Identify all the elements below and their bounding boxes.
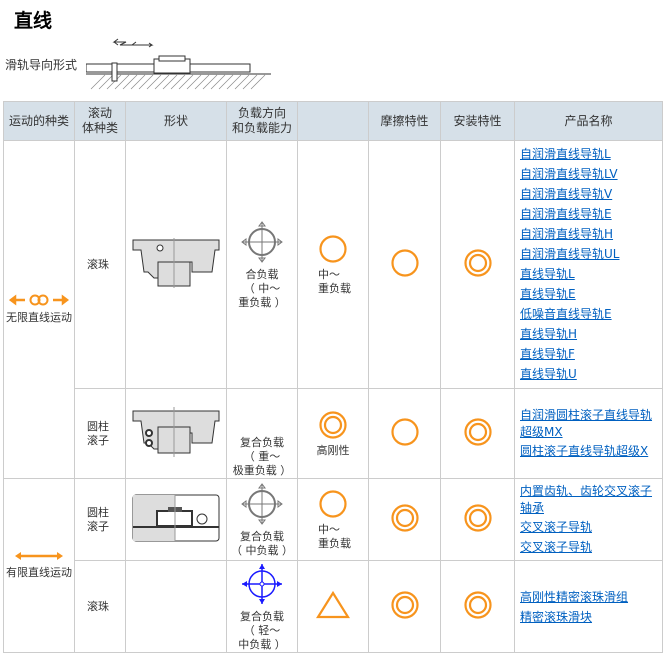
friction-cell bbox=[368, 388, 441, 479]
linear-guide-table: 运动的种类 滚动 体种类 形状 负载方向 和负载能力 摩擦特性 安装特性 产品名… bbox=[3, 101, 663, 653]
page-title: 直线 bbox=[14, 10, 53, 32]
product-link[interactable]: 交叉滚子导轨 bbox=[520, 519, 593, 534]
rolling-type: 滚珠 bbox=[74, 140, 126, 389]
product-link[interactable]: 自润滑直线导轨L bbox=[520, 147, 611, 161]
infinite-motion-icon bbox=[8, 294, 70, 306]
rating-cell: 中～ 重负载 bbox=[297, 478, 369, 561]
rail-guide-diagram: /*hatch*/ bbox=[86, 38, 271, 90]
circle-icon bbox=[319, 489, 347, 518]
double-circle-icon bbox=[463, 504, 492, 532]
product-link[interactable]: 自润滑直线导轨V bbox=[520, 187, 613, 201]
table-row: 滚珠 复合负载 （ 轻～ 中负载 ） 高刚性精密滚珠滑组精密滚珠滑块 bbox=[4, 560, 663, 653]
friction-cell bbox=[368, 478, 441, 561]
shape-cell bbox=[125, 478, 227, 561]
guide-type-label: 滑轨导向形式 bbox=[5, 58, 78, 72]
circle-icon bbox=[390, 418, 419, 446]
load-capacity-text: 复合负载 （ 重～ 极重负载 ） bbox=[226, 388, 298, 479]
motion-cell-infinite: 无限直线运动 bbox=[3, 140, 75, 479]
rating-cell: 中～ 重负载 bbox=[297, 140, 369, 389]
rolling-type: 圆柱 滚子 bbox=[74, 388, 126, 479]
table-row: 圆柱 滚子 复合负载 （ 重～ 极重负载 ） 高刚性 自润滑圆柱滚子直线导轨超级… bbox=[4, 388, 663, 479]
double-circle-icon bbox=[463, 249, 492, 277]
mounting-cell bbox=[440, 388, 515, 479]
double-circle-icon bbox=[390, 591, 419, 619]
product-link[interactable]: 自润滑直线导轨H bbox=[520, 227, 614, 241]
header-motion-type: 运动的种类 bbox=[3, 101, 75, 141]
roller-guide-shape-icon bbox=[132, 407, 220, 457]
header-shape: 形状 bbox=[125, 101, 227, 141]
load-capacity-text: 合负载 （ 中～ 重负载 ） bbox=[238, 267, 286, 309]
double-circle-icon bbox=[319, 410, 347, 439]
table-row: 无限直线运动 滚珠 合负载 （ 中～ 重负载 ） 中～ 重负载 自润滑直线导轨L… bbox=[3, 140, 663, 479]
product-link[interactable]: 直线导轨H bbox=[520, 327, 578, 341]
header-load: 负载方向 和负载能力 bbox=[226, 101, 298, 141]
product-link[interactable]: 低噪音直线导轨E bbox=[520, 307, 612, 321]
header-rolling-type: 滚动 体种类 bbox=[74, 101, 126, 141]
double-circle-icon bbox=[463, 591, 492, 619]
triangle-icon bbox=[316, 590, 350, 619]
load-direction-icon bbox=[241, 220, 283, 263]
rolling-type: 滚珠 bbox=[74, 560, 126, 653]
product-link[interactable]: 直线导轨L bbox=[520, 267, 575, 281]
load-direction-icon bbox=[241, 482, 283, 525]
product-list: 内置齿轨、齿轮交叉滚子轴承交叉滚子导轨交叉滚子导轨 bbox=[514, 478, 663, 561]
motion-label: 有限直线运动 bbox=[6, 566, 72, 579]
ball-guide-shape-icon bbox=[132, 238, 220, 288]
rating-text: 中～ 重负载 bbox=[318, 267, 351, 295]
shape-cell bbox=[125, 388, 227, 479]
load-capacity-text: 复合负载 （ 中负载 ） bbox=[231, 529, 293, 557]
friction-cell bbox=[368, 140, 441, 389]
motion-cell-finite: 有限直线运动 bbox=[3, 478, 75, 653]
product-link[interactable]: 高刚性精密滚珠滑组 bbox=[520, 589, 629, 604]
motion-label: 无限直线运动 bbox=[6, 311, 72, 324]
load-cell: 合负载 （ 中～ 重负载 ） bbox=[226, 140, 298, 389]
friction-cell bbox=[368, 560, 441, 653]
product-link[interactable]: 直线导轨F bbox=[520, 347, 575, 361]
product-list: 自润滑直线导轨L 自润滑直线导轨LV 自润滑直线导轨V 自润滑直线导轨E 自润滑直线导轨… bbox=[514, 140, 663, 389]
rating-cell bbox=[297, 560, 369, 653]
product-link[interactable]: 精密滚珠滑块 bbox=[520, 609, 593, 624]
product-link[interactable]: 自润滑圆柱滚子直线导轨超级MX bbox=[520, 407, 653, 439]
rolling-type: 圆柱 滚子 bbox=[74, 478, 126, 561]
product-link[interactable]: 交叉滚子导轨 bbox=[520, 539, 593, 554]
header-mounting: 安装特性 bbox=[440, 101, 515, 141]
product-list: 高刚性精密滚珠滑组精密滚珠滑块 bbox=[514, 560, 663, 653]
double-arrow-icon bbox=[15, 552, 63, 560]
shape-cell bbox=[125, 560, 227, 653]
load-capacity-text: 复合负载 （ 轻～ 中负载 ） bbox=[238, 609, 286, 651]
header-friction: 摩擦特性 bbox=[368, 101, 441, 141]
product-link[interactable]: 内置齿轨、齿轮交叉滚子轴承 bbox=[520, 483, 653, 515]
mounting-cell bbox=[440, 560, 515, 653]
circle-icon bbox=[390, 249, 419, 277]
product-link[interactable]: 自润滑直线导轨UL bbox=[520, 247, 620, 261]
product-link[interactable]: 直线导轨U bbox=[520, 367, 577, 381]
header-rating bbox=[297, 101, 369, 141]
product-link[interactable]: 自润滑直线导轨E bbox=[520, 207, 612, 221]
load-cell: 复合负载 （ 轻～ 中负载 ） bbox=[226, 560, 298, 653]
double-circle-icon bbox=[390, 504, 419, 532]
product-link[interactable]: 自润滑直线导轨LV bbox=[520, 167, 618, 181]
table-row: 有限直线运动 圆柱 滚子 复合负载 （ 中负载 ） 中～ 重负载 内置齿轨、齿轮… bbox=[3, 478, 663, 653]
mounting-cell bbox=[440, 140, 515, 389]
load-direction-blue-icon bbox=[242, 563, 282, 604]
shape-cell bbox=[125, 140, 227, 389]
double-circle-icon bbox=[463, 418, 492, 446]
product-link[interactable]: 圆柱滚子直线导轨超级X bbox=[520, 443, 649, 458]
cross-roller-shape-icon bbox=[132, 494, 220, 542]
product-list: 自润滑圆柱滚子直线导轨超级MX 圆柱滚子直线导轨超级X bbox=[514, 388, 663, 479]
rating-text: 中～ 重负载 bbox=[318, 522, 351, 550]
header-product-name: 产品名称 bbox=[514, 101, 663, 141]
product-link[interactable]: 直线导轨E bbox=[520, 287, 576, 301]
table-header-row: 运动的种类 滚动 体种类 形状 负载方向 和负载能力 摩擦特性 安装特性 产品名… bbox=[3, 101, 663, 141]
circle-icon bbox=[319, 234, 347, 263]
rating-text: 高刚性 bbox=[316, 443, 350, 457]
mounting-cell bbox=[440, 478, 515, 561]
load-cell: 复合负载 （ 中负载 ） bbox=[226, 478, 298, 561]
rating-cell: 高刚性 bbox=[297, 388, 369, 479]
